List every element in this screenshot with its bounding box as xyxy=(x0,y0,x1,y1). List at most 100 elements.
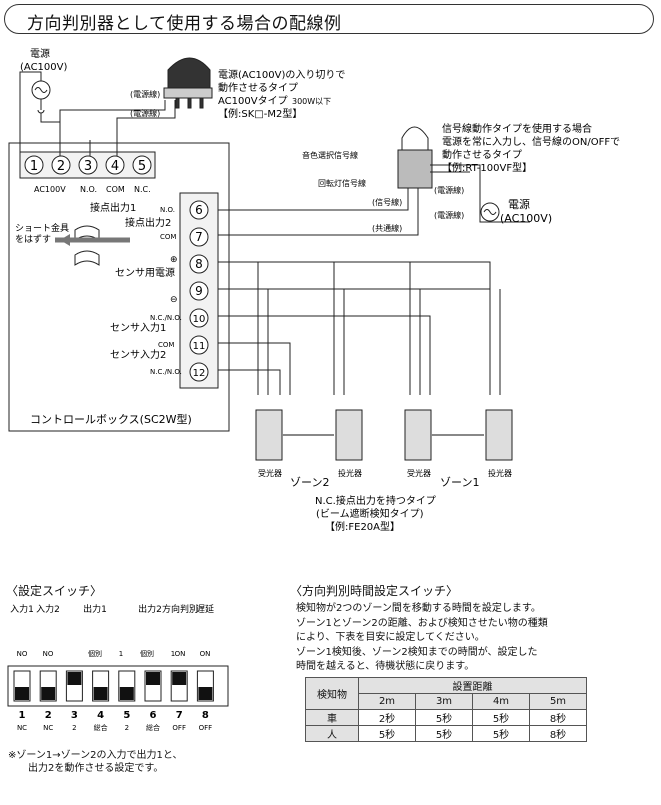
table-cell: 5秒 xyxy=(415,725,473,742)
terminal-9: 9 xyxy=(195,284,203,298)
switch-number: 6 xyxy=(150,710,157,721)
table-cell: 8秒 xyxy=(529,725,587,742)
table-group-header: 設置距離 xyxy=(358,677,587,694)
zone2-label: ゾーン2 xyxy=(290,476,329,489)
table-row: 車 2秒 5秒 5秒 8秒 xyxy=(305,709,587,726)
upper-lamp-base xyxy=(163,87,213,99)
description-line: ゾーン1とゾーン2の距離、および検知させたい物の種類 xyxy=(296,617,548,629)
switch-on-label-1: NO xyxy=(17,650,28,658)
switch-sub-label-6: 1 xyxy=(171,650,175,658)
upper-lamp-desc-0: 電源(AC100V)の入り切りで xyxy=(218,68,345,81)
table-row-header: 検知物 xyxy=(305,677,359,710)
time-table: 検知物 設置距離 2m 3m 4m 5m 車 2秒 5秒 5秒 8秒 人 5秒 … xyxy=(305,677,587,742)
signal-line-label: (信号線) xyxy=(372,197,402,207)
side-label-com2: COM xyxy=(158,341,174,349)
switch-number: 1 xyxy=(19,710,26,721)
side-label-no: N.O. xyxy=(160,206,175,214)
common-line-label: (共通線) xyxy=(372,223,402,233)
control-box xyxy=(8,142,230,432)
upper-lamp-desc-4: 【例:SK□-M2型】 xyxy=(218,107,302,120)
top-label-com: COM xyxy=(106,185,125,194)
page-title: 方向判別器として使用する場合の配線例 xyxy=(27,14,342,34)
terminal-7: 7 xyxy=(195,230,203,244)
table-row: 人 5秒 5秒 5秒 8秒 xyxy=(305,725,587,742)
terminal-6: 6 xyxy=(195,203,203,217)
right-lamp-desc-1: 電源を常に入力し、信号線のON/OFFで xyxy=(442,135,620,148)
contact-output1-label: 接点出力1 xyxy=(90,201,136,214)
table-cell: 5秒 xyxy=(415,709,473,726)
contact-output2-label: 接点出力2 xyxy=(125,216,171,229)
switch-top-label-output1: 出力1 xyxy=(83,603,107,615)
switch-on-label-2: NO xyxy=(43,650,54,658)
sensor-type-1: (ビーム遮断検知タイプ) xyxy=(316,507,424,520)
switch-bottom-label: 2 xyxy=(72,724,76,732)
time-switch-description: 検知物が2つのゾーン間を移動する時間を設定します。 ゾーン1とゾーン2の距離、お… xyxy=(296,602,656,675)
power-line-label-1: (電源線) xyxy=(130,89,160,99)
plus-sign: ⊕ xyxy=(170,255,178,265)
color-select-line-label: 音色選択信号線 xyxy=(302,150,358,160)
switch-on-label-7: ON xyxy=(175,650,186,658)
note-line: ※ゾーン1→ゾーン2の入力で出力1と、 xyxy=(8,750,183,761)
zone1-transmitter xyxy=(485,409,513,461)
terminal-11: 11 xyxy=(193,341,206,352)
switch-top-label-input2: 入力2 xyxy=(36,603,60,615)
switch-bottom-label: 総合 xyxy=(146,723,160,732)
upper-lamp-desc-2: AC100Vタイプ xyxy=(218,95,288,107)
description-line: 検知物が2つのゾーン間を移動する時間を設定します。 xyxy=(296,603,541,614)
table-col-header: 3m xyxy=(415,693,473,710)
terminal-10: 10 xyxy=(193,314,206,325)
side-label-ncno1: N.C./N.O. xyxy=(150,314,182,322)
rotating-lamp-line-label: 回転灯信号線 xyxy=(318,178,366,188)
switch-top-label-direction: 方向判別 xyxy=(162,603,198,615)
short-fitting xyxy=(74,225,100,266)
switch-number: 7 xyxy=(176,710,183,721)
upper-lamp-desc-1: 動作させるタイプ xyxy=(218,81,298,94)
upper-lamp-desc-3: 300W以下 xyxy=(292,97,331,106)
sensor-input1-label: センサ入力1 xyxy=(110,321,166,334)
switch-top-label-delay: 遅延 xyxy=(196,603,214,615)
switch-top-label-input1: 入力1 xyxy=(10,603,34,615)
zone1-transmitter-label: 投光器 xyxy=(488,468,512,478)
switch-bottom-label: NC xyxy=(17,724,27,732)
description-line: により、下表を目安に設定してください。 xyxy=(296,632,485,643)
power-line-label-2: (電源線) xyxy=(130,108,160,118)
switch-top-label-output2: 出力2 xyxy=(138,603,162,615)
table-cell: 8秒 xyxy=(529,709,587,726)
upper-lamp-dome xyxy=(167,57,211,89)
table-cell: 5秒 xyxy=(472,725,530,742)
switch-bottom-label: NC xyxy=(43,724,53,732)
zone1-label: ゾーン1 xyxy=(440,476,479,489)
zone1-receiver xyxy=(404,409,432,461)
top-label-ac100v: AC100V xyxy=(34,185,66,194)
sensor-type-0: N.C.接点出力を持つタイプ xyxy=(315,494,436,507)
switch-bottom-label: OFF xyxy=(172,724,186,732)
table-cell: 5秒 xyxy=(358,725,416,742)
right-power-line-2: (電源線) xyxy=(434,210,464,220)
description-line: ゾーン1検知後、ゾーン2検知までの時間が、設定した xyxy=(296,646,538,658)
short-fitting-line-0: ショート金具 xyxy=(15,222,69,234)
left-power-label: 電源 xyxy=(30,47,50,60)
left-power-voltage: (AC100V) xyxy=(20,62,67,73)
switch-number: 2 xyxy=(45,710,52,721)
terminal-5: 5 xyxy=(138,159,146,174)
minus-sign: ⊖ xyxy=(170,295,178,305)
top-label-nc: N.C. xyxy=(134,185,151,194)
terminal-2: 2 xyxy=(57,159,65,174)
right-power-voltage: (AC100V) xyxy=(500,212,552,225)
switch-number: 5 xyxy=(123,710,130,721)
switch-on-label-8: ON xyxy=(200,650,211,658)
right-lamp-desc-3: 【例:RT-100VF型】 xyxy=(442,161,532,174)
right-lamp-desc-0: 信号線動作タイプを使用する場合 xyxy=(442,122,592,135)
table-col-header: 2m xyxy=(358,693,416,710)
switch-bottom-label: OFF xyxy=(199,724,213,732)
right-lamp-dome xyxy=(401,126,429,151)
side-label-ncno2: N.C./N.O. xyxy=(150,368,182,376)
sensor-type-2: 【例:FE20A型】 xyxy=(325,520,400,533)
right-power-line-1: (電源線) xyxy=(434,185,464,195)
sensor-power-label: センサ用電源 xyxy=(115,266,175,279)
switch-number: 8 xyxy=(202,710,209,721)
zone2-transmitter-label: 投光器 xyxy=(338,468,362,478)
terminal-8: 8 xyxy=(195,257,203,271)
dip-switch-knob xyxy=(93,687,108,700)
